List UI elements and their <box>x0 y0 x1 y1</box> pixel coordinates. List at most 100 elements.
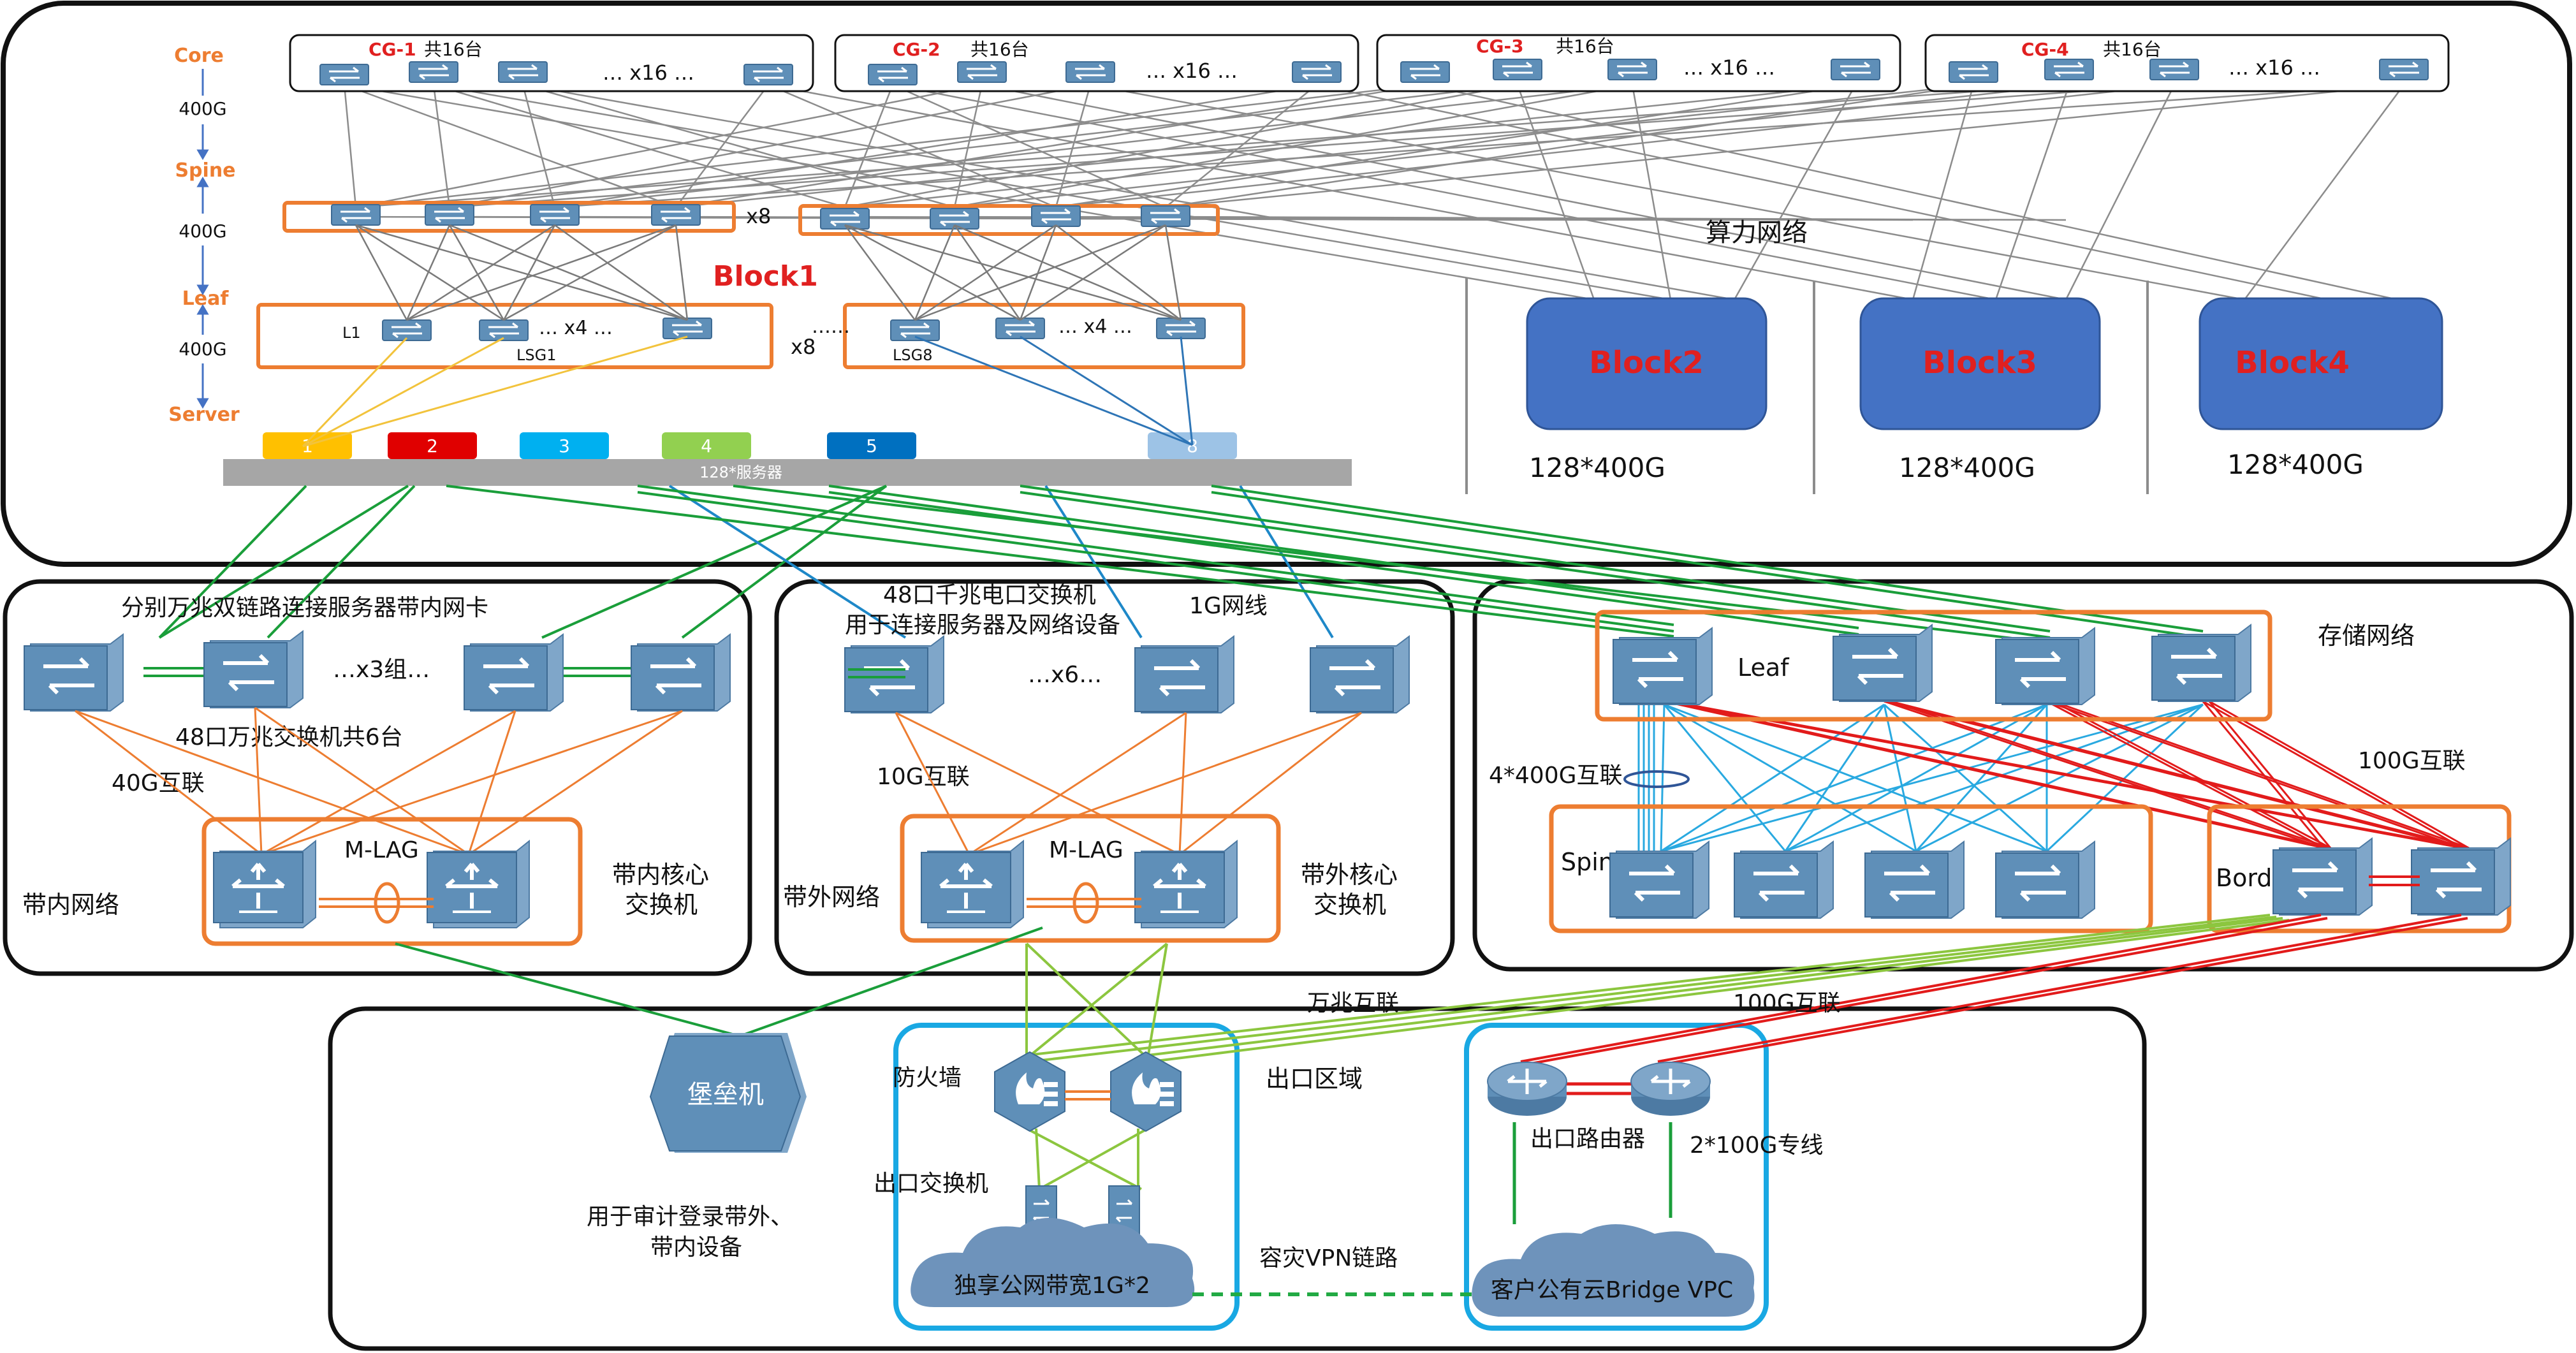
link-line <box>433 84 845 208</box>
block1-leaf: L1 … x4 … LSG1 …… x8 LSG8 … x4 … <box>256 303 1245 369</box>
core-group: CG-1 共16台 … x16 … <box>289 34 814 92</box>
link-line <box>1670 700 2470 849</box>
link-line <box>1424 84 2398 301</box>
link-line <box>1883 703 2048 852</box>
server-tag-label: 2 <box>427 435 438 457</box>
leaf-more: … x4 … <box>539 317 613 339</box>
access-switch-icon <box>1310 636 1409 713</box>
server-tag <box>1148 432 1237 459</box>
spine-switch-icon <box>650 203 701 226</box>
link-line <box>1883 704 1917 852</box>
inband-network: 分别万兆双链路连接服务器带内网卡 …x3组… 48口万兆交换机共6台 40G互联… <box>22 595 730 946</box>
access-switch-icon <box>204 631 303 708</box>
link-line <box>2208 701 2332 849</box>
core-group: CG-2 共16台 … x16 … <box>834 34 1359 92</box>
link-line <box>1164 224 1182 321</box>
link-line <box>2053 700 2331 849</box>
compute-block-spec: 128*400G <box>1899 452 2035 483</box>
core-switch-icon <box>497 61 548 84</box>
link-line <box>522 84 556 208</box>
core-switch-icon <box>921 841 1023 928</box>
core-switch-icon <box>2044 58 2095 81</box>
core-switch-icon <box>1065 61 1116 84</box>
core-group-more: … x16 … <box>1683 55 1775 80</box>
core-group-name: CG-3 <box>1476 36 1524 57</box>
link-line <box>406 224 555 321</box>
compute-block-name: Block4 <box>2235 345 2350 381</box>
link-line <box>1165 84 1974 208</box>
link-line <box>1915 703 2204 852</box>
compute-section-frame <box>1 1 2572 567</box>
link-line <box>355 84 2070 208</box>
core-switch-icon <box>2378 58 2429 81</box>
core-spine-links <box>343 84 2405 301</box>
link-line <box>522 84 1735 301</box>
link-line <box>1664 700 2463 849</box>
core-group-count: 共16台 <box>1556 36 1614 57</box>
server-tag <box>827 432 916 459</box>
spine-switch-icon <box>330 203 381 226</box>
storage-spine-switch-icon <box>1865 842 1964 918</box>
leaf-more: … x4 … <box>1058 316 1132 338</box>
compute-block-spec: 128*400G <box>2227 449 2364 480</box>
link-line <box>1660 703 1885 852</box>
link-line <box>1784 704 1885 852</box>
storage-leaf-label: Leaf <box>1738 654 1790 682</box>
link-line <box>1733 84 1857 300</box>
router-zone: 出口路由器 2*100G专线 <box>1488 1062 1824 1224</box>
core-switch-icon <box>1948 61 1999 84</box>
egress-links <box>395 914 2468 1066</box>
link-line <box>2045 703 2204 852</box>
storage-spine-switch-icon <box>1734 842 1833 918</box>
link-line <box>554 84 2404 208</box>
link-line <box>554 224 688 321</box>
egress-10g-link: 万兆互联 <box>1307 990 1399 1016</box>
link-line <box>449 84 1091 208</box>
link-line <box>554 84 1317 208</box>
leaf-switch-icon <box>381 319 432 342</box>
core-switch-icon <box>319 63 370 86</box>
link-line <box>1660 703 2047 852</box>
access-switch-icon <box>464 634 563 711</box>
link-line <box>1664 700 2325 849</box>
spine-switch-icon <box>1140 205 1191 228</box>
storage-leaf-switch-icon <box>1613 628 1712 705</box>
oob-uplink: 10G互联 <box>877 764 970 790</box>
bastion-note: 带内设备 <box>650 1234 742 1261</box>
core-switch-icon <box>427 841 529 928</box>
link-line <box>914 224 1166 321</box>
firewall-icon <box>994 1051 1065 1132</box>
link-line <box>954 84 1633 208</box>
link-line <box>844 84 1518 208</box>
link-line <box>2243 84 2405 300</box>
leaf-lsg1-label: LSG1 <box>516 346 556 364</box>
spine-switch-icon <box>529 203 580 226</box>
core-switch-icon <box>2149 58 2200 81</box>
spine-multiplier: x8 <box>746 204 771 228</box>
layer-spine-label: Spine <box>175 159 235 182</box>
link-line <box>449 224 688 321</box>
link-line <box>981 84 2067 301</box>
compute-block <box>1526 297 1767 430</box>
link-line <box>1915 704 2048 852</box>
core-group-name: CG-2 <box>893 39 940 60</box>
oob-network: 48口千兆电口交换机 用于连接服务器及网络设备 1G网线 …x6… 10G互联 … <box>783 582 1409 943</box>
firewall-label: 防火墙 <box>893 1065 962 1091</box>
storage-network: Leaf 存储网络 4*400G互联 100G互联 Spine Border <box>1489 610 2510 933</box>
inband-mlag: M-LAG <box>344 837 419 863</box>
layer-link-label: 400G <box>179 339 226 360</box>
server-tag <box>388 432 477 459</box>
bastion-host: 堡垒机 <box>649 1033 807 1153</box>
core-group-count: 共16台 <box>424 39 483 60</box>
compute-block-name: Block3 <box>1922 345 2037 381</box>
oob-name: 带外网络 <box>783 883 880 911</box>
storage-spine-switch-icon <box>1996 842 2095 918</box>
storage-leaf-switch-icon <box>1996 628 2095 705</box>
link-line <box>914 224 956 321</box>
inband-note: 分别万兆双链路连接服务器带内网卡 <box>121 595 488 621</box>
core-switch-icon <box>408 61 459 84</box>
link-line <box>2065 84 2176 300</box>
link-line <box>2046 700 2463 849</box>
link-line <box>1785 703 2204 852</box>
